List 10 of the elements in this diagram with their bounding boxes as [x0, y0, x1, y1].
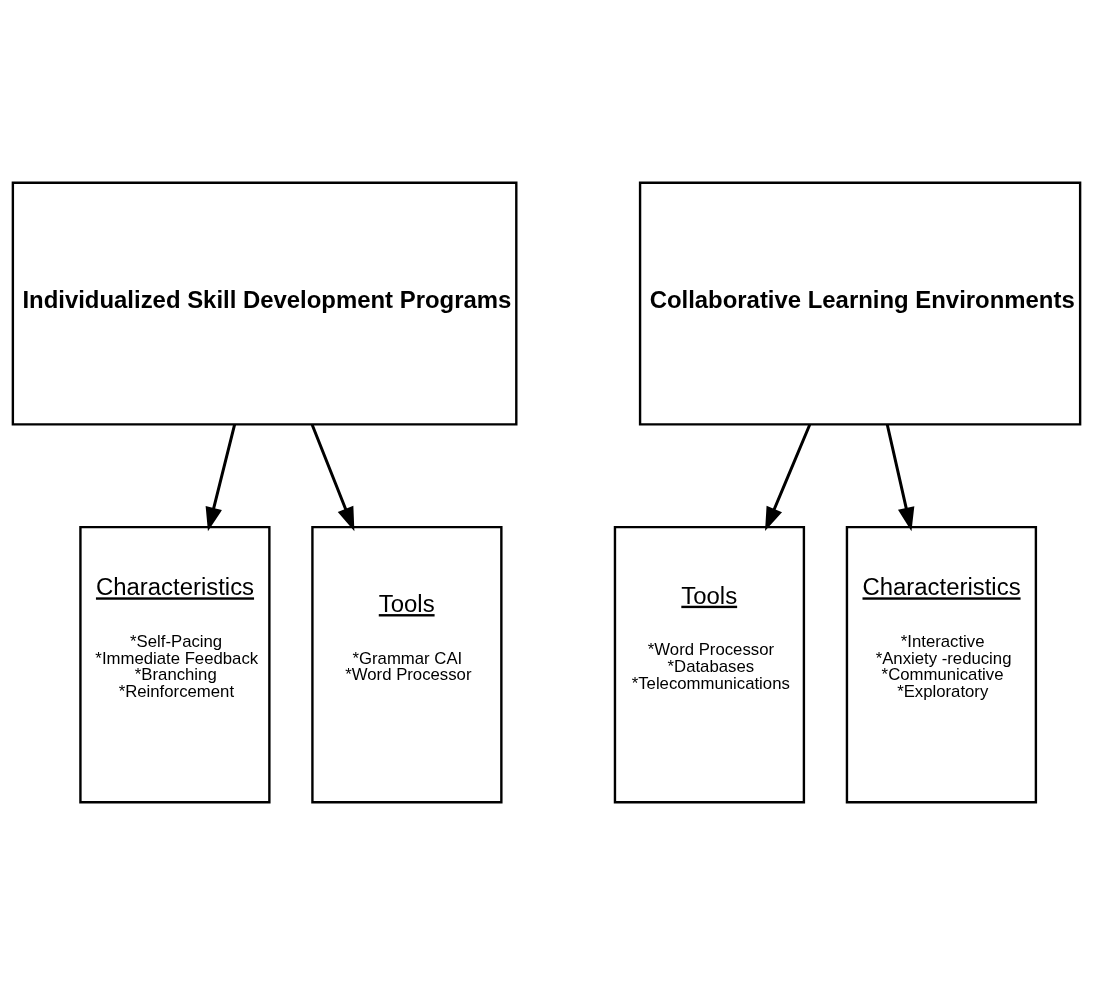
arrow [205, 424, 237, 532]
node-box: Characteristics *Interactive *Anxiety -reducing *Communicative *Exploratory [845, 526, 1038, 804]
node-box: Characteristics *Self-Pacing *Immediate Feedback *Branching *Reinforcement [79, 526, 271, 804]
arrow [310, 424, 355, 532]
node-box: Tools *Grammar CAI *Word Processor [311, 526, 503, 804]
node-box: Tools *Word Processor *Databases *Telecommunications [613, 526, 806, 804]
arrow [885, 424, 915, 532]
arrow [765, 424, 812, 532]
node-box: Individualized Skill Development Programs [11, 181, 518, 426]
node-box: Collaborative Learning Environments [638, 181, 1082, 426]
